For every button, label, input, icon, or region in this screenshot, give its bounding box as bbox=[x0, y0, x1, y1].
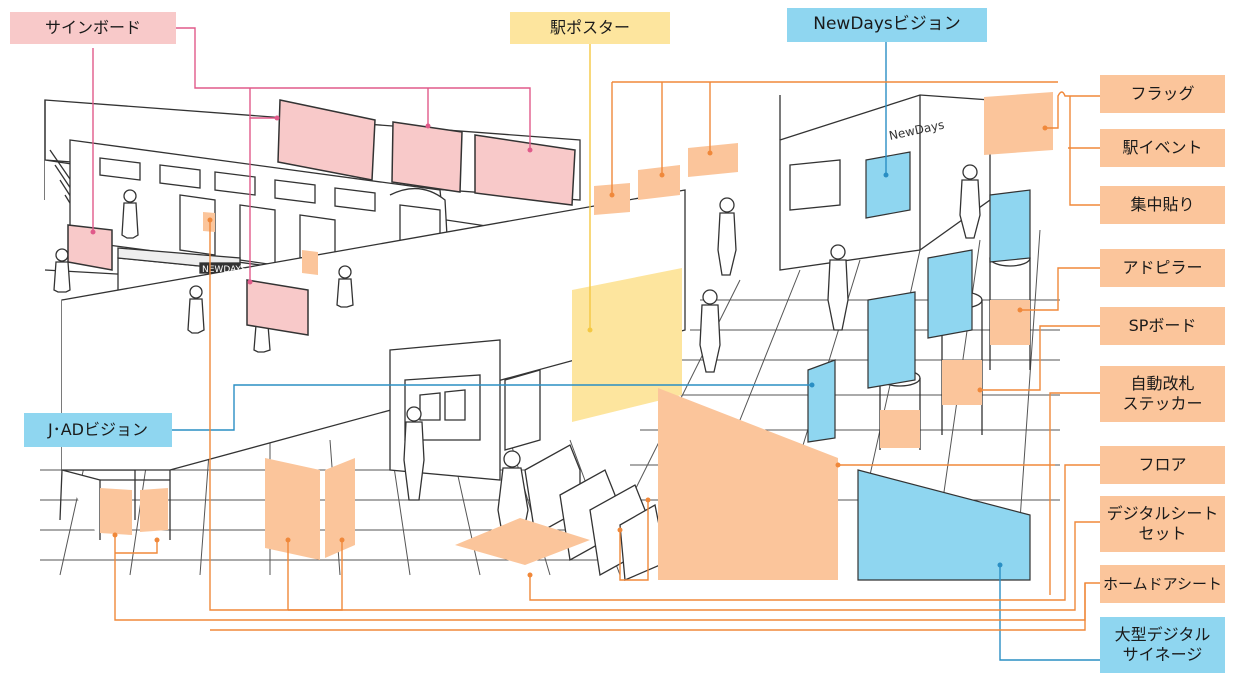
kiosk-sign: NEWDAYS bbox=[202, 265, 247, 275]
label-station-event: 駅イベント bbox=[1100, 129, 1225, 167]
leader-lines-blue bbox=[172, 40, 1100, 661]
vision-screens bbox=[807, 151, 1031, 581]
label-digital-seat-set-line1: デジタルシート bbox=[1106, 504, 1219, 523]
label-shuchu-bari: 集中貼り bbox=[1100, 186, 1225, 224]
label-ad-pillar: アドピラー bbox=[1100, 249, 1225, 287]
label-j-ad-vision: J･ADビジョン bbox=[24, 413, 172, 447]
label-platform-door-seat: ホームドアシート bbox=[1100, 565, 1225, 603]
signboard-panels bbox=[67, 99, 576, 336]
poster-panel bbox=[572, 268, 682, 422]
orange-media bbox=[100, 92, 1053, 580]
label-ticket-gate-sticker: 自動改札 ステッカー bbox=[1100, 366, 1225, 422]
label-large-digital-signage: 大型デジタル サイネージ bbox=[1100, 617, 1225, 673]
label-newdays-vision: NewDaysビジョン bbox=[787, 8, 987, 42]
label-ticket-gate-sticker-line1: 自動改札 bbox=[1130, 374, 1195, 393]
label-flag: フラッグ bbox=[1100, 75, 1225, 113]
leader-lines-pink bbox=[92, 27, 531, 282]
label-floor: フロア bbox=[1100, 446, 1225, 484]
label-digital-seat-set-line2: セット bbox=[1138, 524, 1187, 543]
label-station-poster: 駅ポスター bbox=[510, 12, 670, 44]
label-ticket-gate-sticker-line2: ステッカー bbox=[1122, 394, 1203, 413]
label-signboard: サインボード bbox=[10, 12, 176, 44]
leader-lines-orange bbox=[114, 81, 1100, 631]
label-digital-seat-set: デジタルシート セット bbox=[1100, 496, 1225, 552]
label-sp-board: SPボード bbox=[1100, 307, 1225, 345]
people bbox=[53, 164, 981, 551]
label-large-digital-signage-line1: 大型デジタル bbox=[1114, 625, 1211, 644]
label-large-digital-signage-line2: サイネージ bbox=[1122, 645, 1203, 664]
